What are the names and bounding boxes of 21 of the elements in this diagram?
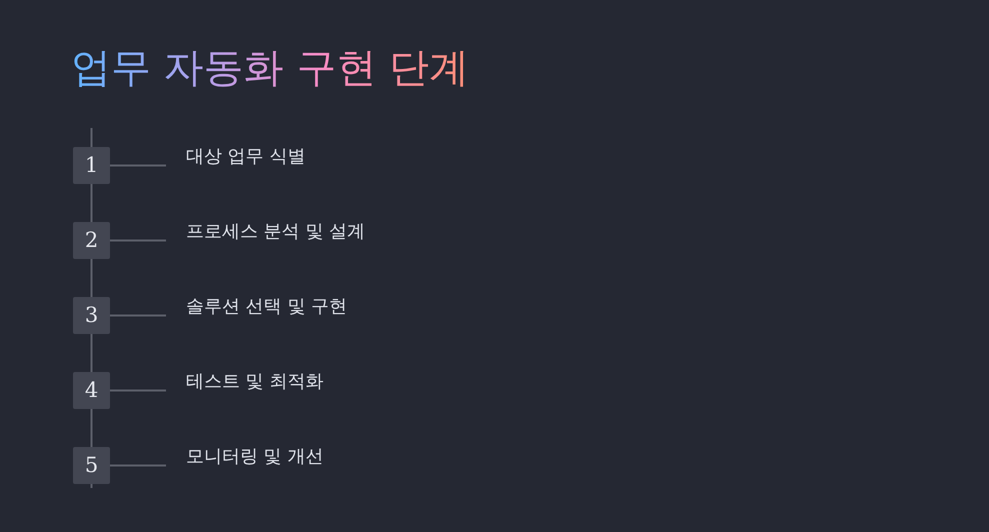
timeline-line <box>90 484 92 488</box>
step-label: 프로세스 분석 및 설계 <box>186 221 366 243</box>
timeline-line <box>90 334 92 372</box>
step-number-box: 1 <box>73 147 110 184</box>
step-label: 테스트 및 최적화 <box>186 371 324 393</box>
leader-line <box>110 464 166 466</box>
timeline-line <box>90 184 92 222</box>
step-label: 솔루션 선택 및 구현 <box>186 296 348 318</box>
step-label: 대상 업무 식별 <box>186 146 306 168</box>
step-label: 모니터링 및 개선 <box>186 446 324 468</box>
step-number-box: 3 <box>73 297 110 334</box>
timeline-line <box>90 409 92 447</box>
step-number-box: 5 <box>73 447 110 484</box>
step-number-box: 4 <box>73 372 110 409</box>
leader-line <box>110 390 166 392</box>
leader-line <box>110 164 166 166</box>
timeline-line <box>90 259 92 297</box>
leader-line <box>110 240 166 242</box>
leader-line <box>110 314 166 316</box>
step-number-box: 2 <box>73 222 110 259</box>
timeline-line <box>90 128 92 147</box>
